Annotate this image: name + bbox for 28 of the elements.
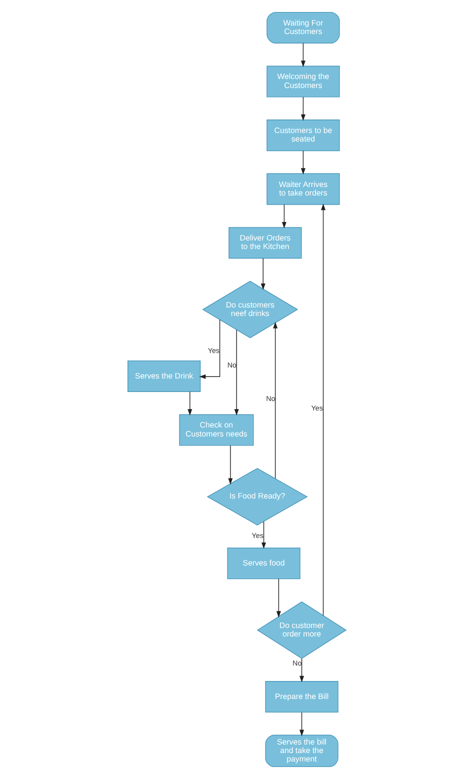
node-box: Prepare the Bill	[265, 681, 338, 713]
arrow	[282, 204, 286, 228]
arrow	[199, 319, 220, 379]
arrow	[276, 578, 281, 618]
arrow	[300, 658, 304, 682]
arrow	[321, 204, 326, 616]
arrow	[300, 42, 306, 68]
node-box: Serves the Drink	[128, 360, 201, 392]
node-box: Serves food	[227, 548, 300, 580]
node-diamond: Do customer order more	[256, 601, 347, 659]
arrow	[188, 391, 192, 416]
node-diamond: Do customers neef drinks	[202, 280, 298, 338]
node-box: Customers to be seated	[266, 120, 340, 152]
node-box: Waiter Arrives to take orders	[266, 173, 340, 205]
node-box: Serves the bill and take the payment	[265, 734, 338, 768]
node-box: Deliver Orders to the Kitchen	[228, 227, 302, 259]
arrow	[262, 521, 266, 549]
arrow	[260, 258, 266, 290]
arrow	[300, 712, 304, 736]
node-box: Welcoming the Customers	[266, 66, 340, 98]
arrow	[234, 330, 239, 416]
node-box: Check on Customers needs	[179, 414, 254, 446]
node-box: Waiting For Customers	[266, 12, 340, 44]
arrow	[273, 322, 278, 479]
arrow	[300, 96, 306, 121]
node-diamond: Is Food Ready?	[206, 468, 308, 526]
arrow	[300, 150, 306, 175]
arrow	[228, 445, 233, 485]
